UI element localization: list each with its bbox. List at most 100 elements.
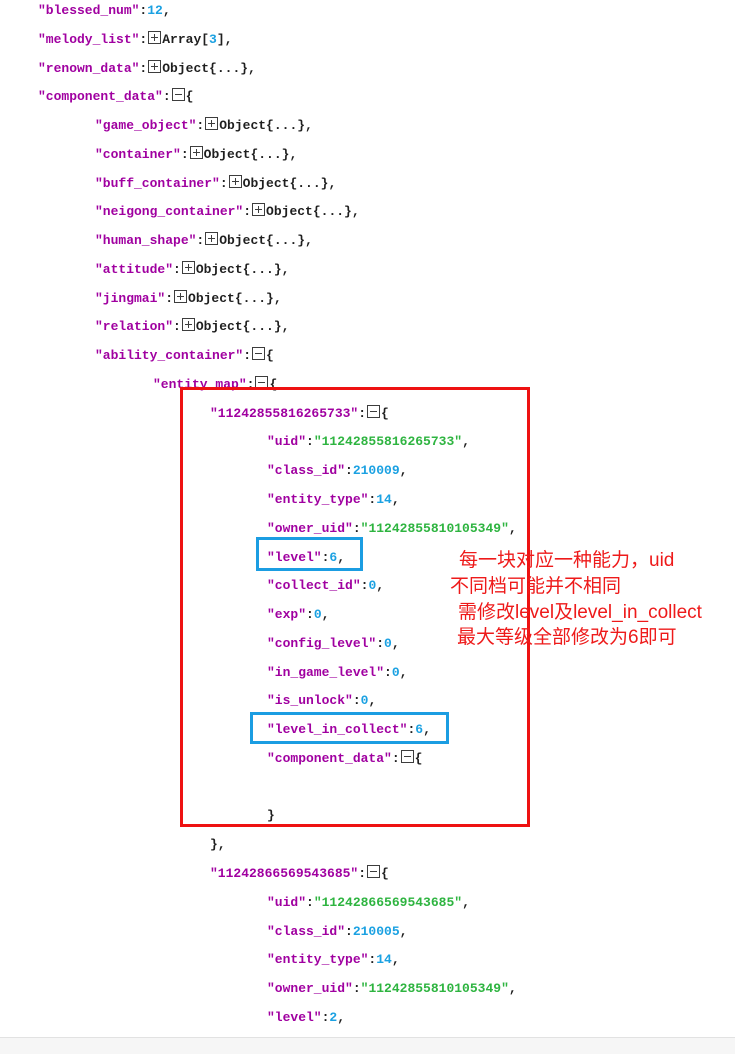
collapse-icon[interactable] [400, 749, 414, 763]
json-line: "is_unlock":0, [0, 687, 735, 716]
annotation-line: 每一块对应一种能力，uid [459, 550, 675, 571]
json-key: "component_data" [267, 750, 392, 766]
json-punct: : [345, 463, 353, 479]
expand-icon[interactable] [181, 260, 195, 274]
expand-icon[interactable] [148, 59, 162, 73]
expand-icon[interactable] [205, 117, 219, 131]
json-line: "exp":0, [0, 601, 735, 630]
expand-icon[interactable] [148, 30, 162, 44]
json-line: "level":6, [0, 544, 735, 573]
json-value-number: 14 [376, 952, 392, 968]
json-line: "class_id":210005, [0, 918, 735, 947]
json-key: "level" [267, 1009, 322, 1025]
json-punct: : [358, 405, 367, 421]
json-punct: : [306, 894, 314, 910]
expand-icon[interactable] [181, 318, 195, 332]
json-punct: : [391, 750, 400, 766]
json-punct: , [337, 1009, 346, 1025]
json-value-number: 3 [209, 31, 217, 47]
json-punct: : [219, 175, 228, 191]
json-punct: , [391, 635, 400, 651]
json-punct: : [306, 434, 314, 450]
json-value-number: 210005 [352, 923, 400, 939]
json-line: "neigong_container":Object{...}, [0, 198, 735, 227]
json-key: "jingmai" [95, 290, 166, 306]
json-punct: : [243, 348, 252, 364]
json-key: "config_level" [267, 635, 377, 651]
collapse-icon[interactable] [367, 864, 381, 878]
collapse-icon[interactable] [252, 347, 266, 361]
collapse-icon[interactable] [367, 404, 381, 418]
json-line: "jingmai": Object{...}, [0, 285, 735, 314]
json-value-string: "11242866569543685" [313, 894, 463, 910]
json-punct: : [352, 693, 361, 709]
json-punct: , [399, 923, 408, 939]
json-key: "entity_type" [267, 492, 369, 508]
json-line: "level_in_collect":6, [0, 716, 735, 745]
json-punct: : [368, 952, 377, 968]
json-punct: { [414, 750, 423, 766]
json-punct: : [139, 31, 148, 47]
json-value-number: 6 [329, 549, 338, 565]
json-value-number: 12 [147, 3, 163, 18]
json-key: "game_object" [95, 118, 197, 134]
collapse-icon[interactable] [255, 375, 269, 389]
json-punct: : [376, 635, 385, 651]
json-value-number: 0 [391, 664, 400, 680]
json-punct: : [306, 607, 314, 623]
json-value-number: 2 [329, 1009, 338, 1025]
json-key: "neigong_container" [95, 204, 244, 220]
json-key: "relation" [95, 319, 174, 335]
json-punct: , [391, 492, 400, 508]
json-key: "entity_map" [153, 376, 247, 392]
json-value-number: 6 [415, 722, 424, 738]
annotation-line: 需修改level及level_in_collect [458, 601, 702, 623]
json-key: "attitude" [95, 261, 174, 277]
json-line: "in_game_level":0, [0, 659, 735, 688]
json-punct: { [185, 89, 194, 105]
json-punct: { [381, 405, 389, 421]
json-line: "11242855816265733":{ [0, 400, 735, 429]
json-punct: : [407, 722, 416, 738]
collapse-icon[interactable] [171, 88, 185, 102]
json-punct: , [376, 578, 385, 594]
json-key: "uid" [267, 434, 307, 450]
json-punct: , [508, 520, 517, 536]
json-line: "level":2, [0, 1004, 735, 1033]
json-punct: , [462, 434, 470, 450]
json-punct: : [165, 290, 174, 306]
json-punct: , [423, 722, 431, 738]
json-punct: : [173, 261, 181, 277]
expand-icon[interactable] [205, 232, 219, 246]
expand-icon[interactable] [189, 145, 203, 159]
json-punct: : [139, 60, 148, 76]
json-punct: : [196, 118, 205, 134]
json-punct: : [243, 204, 252, 220]
json-key: "ability_container" [95, 348, 244, 364]
json-punct: : [360, 578, 369, 594]
json-punct: : [321, 549, 330, 565]
footer-strip [0, 1037, 735, 1054]
json-key: "container" [95, 146, 181, 162]
json-line: "ability_container":{ [0, 342, 735, 371]
expand-icon[interactable] [228, 174, 242, 188]
json-punct: } [267, 808, 275, 824]
json-value-string: "11242855816265733" [313, 434, 463, 450]
json-line: "blessed_num":12, [0, 0, 735, 26]
json-punct: Object{...}, [162, 60, 256, 76]
json-line [0, 774, 735, 803]
expand-icon[interactable] [252, 203, 266, 217]
json-line: "config_level":0, [0, 630, 735, 659]
json-key: "human_shape" [95, 233, 197, 249]
json-line: "container":Object{...}, [0, 141, 735, 170]
json-line: "entity_map":{ [0, 371, 735, 400]
json-value-number: 14 [376, 492, 392, 508]
json-line: "entity_type":14, [0, 486, 735, 515]
json-value-string: "11242855810105349" [360, 981, 509, 997]
json-key: "level_in_collect" [267, 722, 408, 738]
json-punct: Object{...}, [188, 290, 282, 306]
json-line: "entity_type":14, [0, 946, 735, 975]
json-key: "is_unlock" [267, 693, 353, 709]
expand-icon[interactable] [174, 289, 188, 303]
